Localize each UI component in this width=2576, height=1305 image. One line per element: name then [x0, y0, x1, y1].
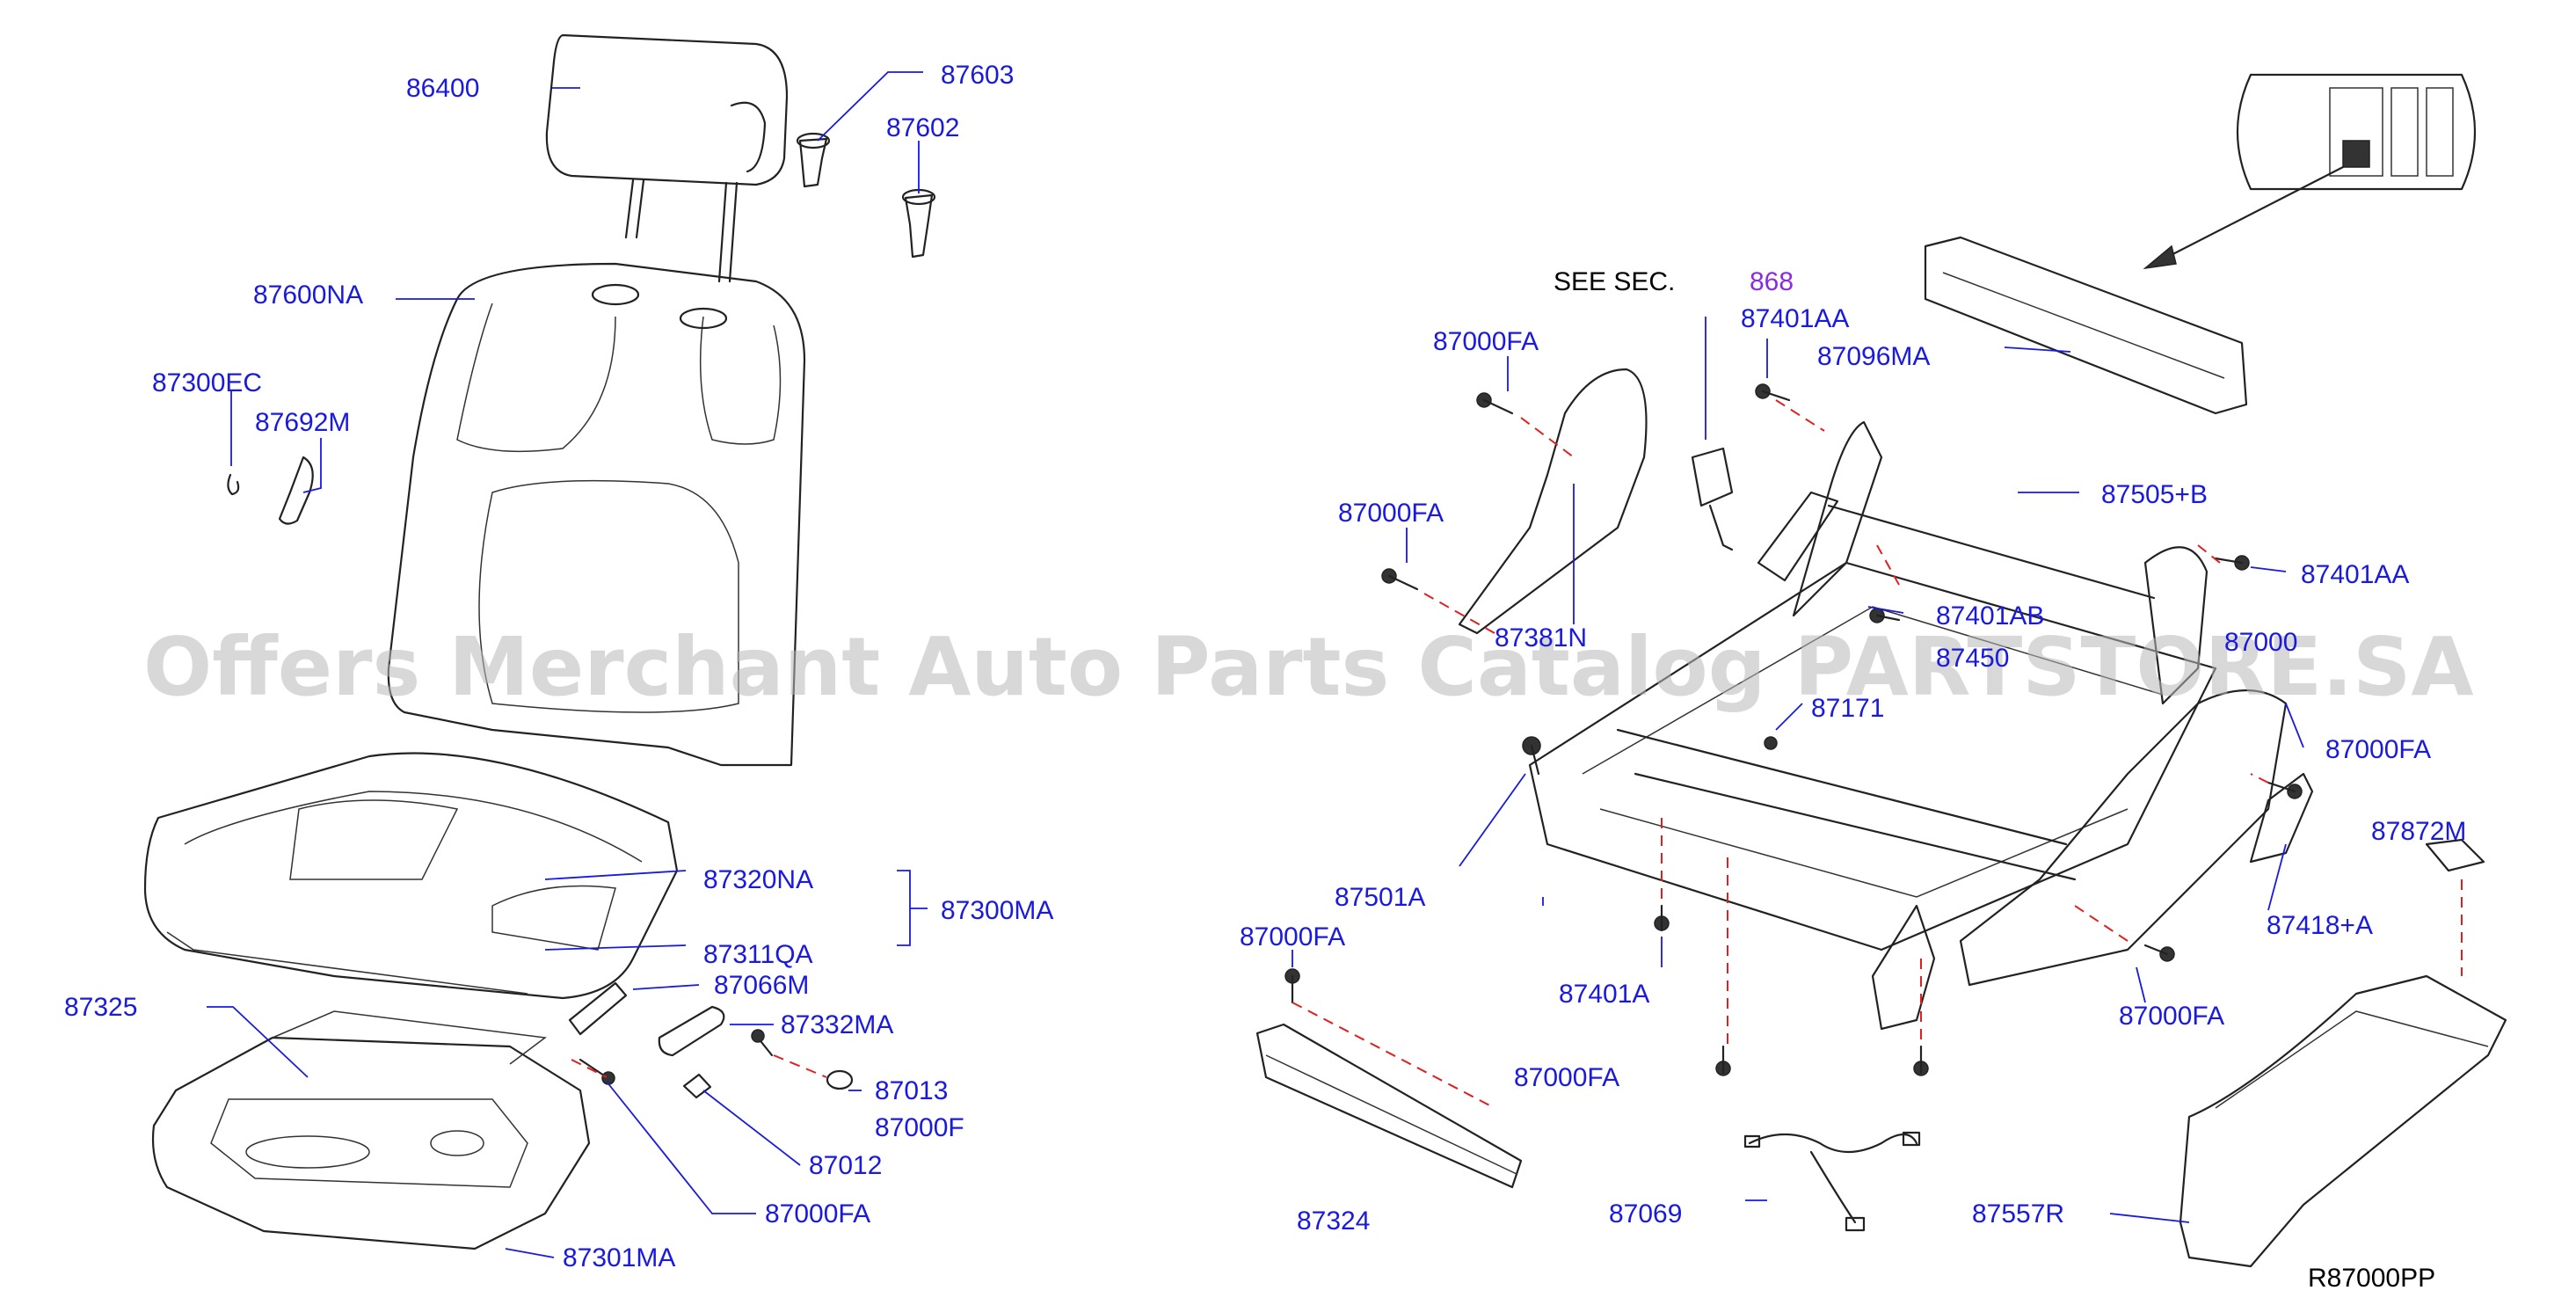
label-87000-partial[interactable]: 87000 — [2224, 628, 2297, 657]
label-87603[interactable]: 87603 — [941, 61, 1014, 90]
label-87501A[interactable]: 87501A — [1335, 883, 1425, 912]
see-sec-text: SEE SEC. — [1554, 267, 1675, 296]
label-87000FA-left[interactable]: 87000FA — [765, 1199, 870, 1228]
see-sec-link[interactable]: 868 — [1750, 267, 1794, 296]
label-87000FA-r3[interactable]: 87000FA — [2325, 735, 2431, 764]
label-87450[interactable]: 87450 — [1936, 644, 2009, 673]
cushion-pan-drawing — [151, 1010, 591, 1250]
front-trim-87324 — [1255, 1023, 1523, 1189]
label-87600NA[interactable]: 87600NA — [253, 281, 363, 310]
alignment-lines — [571, 399, 2463, 1109]
outer-cover-drawing — [1959, 689, 2288, 987]
headrest-guide-87602 — [901, 188, 936, 259]
diagram-code: R87000PP — [2308, 1264, 2435, 1293]
label-87401AB[interactable]: 87401AB — [1936, 601, 2044, 631]
pad-87872M — [2425, 838, 2485, 872]
label-87000FA-r5[interactable]: 87000FA — [2119, 1002, 2224, 1031]
label-87325[interactable]: 87325 — [64, 993, 137, 1022]
seat-back-drawing — [387, 262, 806, 767]
label-87069[interactable]: 87069 — [1609, 1199, 1682, 1228]
label-87300MA[interactable]: 87300MA — [941, 896, 1053, 925]
screw-87000FA-left — [579, 1058, 615, 1085]
cap-87013 — [826, 1069, 854, 1090]
hook-87300EC — [227, 473, 240, 496]
label-87066M[interactable]: 87066M — [714, 971, 809, 1000]
label-87000F[interactable]: 87000F — [875, 1113, 964, 1142]
label-87602[interactable]: 87602 — [886, 113, 959, 142]
label-87401AA-top[interactable]: 87401AA — [1741, 304, 1849, 333]
label-87320NA[interactable]: 87320NA — [703, 865, 813, 894]
label-87401A[interactable]: 87401A — [1559, 980, 1649, 1009]
leader-lines — [207, 71, 2304, 1258]
inner-cover-87381N — [1458, 368, 1648, 635]
label-87557R[interactable]: 87557R — [1972, 1199, 2064, 1228]
screw-87000F — [751, 1029, 774, 1057]
seat-cushion-drawing — [143, 752, 679, 1000]
label-86400[interactable]: 86400 — [406, 74, 479, 103]
label-87300EC[interactable]: 87300EC — [152, 368, 262, 397]
label-87000FA-r2[interactable]: 87000FA — [1338, 499, 1444, 528]
clip-87012 — [682, 1073, 712, 1099]
label-87505B[interactable]: 87505+B — [2101, 480, 2208, 509]
label-87000FA-r4[interactable]: 87000FA — [1240, 922, 1345, 951]
location-inset — [2143, 73, 2477, 270]
label-87381N[interactable]: 87381N — [1495, 623, 1587, 652]
label-87301MA[interactable]: 87301MA — [563, 1243, 675, 1272]
label-87000FA-r1[interactable]: 87000FA — [1433, 327, 1539, 356]
rail-87096MA — [1924, 236, 2248, 415]
label-87171[interactable]: 87171 — [1811, 694, 1884, 723]
harness-87069 — [1743, 1131, 1921, 1232]
label-87418A[interactable]: 87418+A — [2267, 911, 2373, 940]
label-87332MA[interactable]: 87332MA — [781, 1010, 893, 1039]
headrest-drawing — [545, 33, 789, 283]
label-87324[interactable]: 87324 — [1297, 1207, 1370, 1236]
lever-87418A — [2249, 772, 2314, 864]
label-87872M[interactable]: 87872M — [2371, 817, 2466, 846]
label-87401AA-right[interactable]: 87401AA — [2301, 560, 2409, 589]
label-87013[interactable]: 87013 — [875, 1076, 948, 1105]
lever-87692M — [278, 456, 314, 525]
label-87311QA[interactable]: 87311QA — [703, 940, 813, 969]
watermark-text: Offers Merchant Auto Parts Catalog PARTS… — [143, 620, 2474, 714]
cover-87066M — [568, 981, 628, 1036]
seat-adjuster-frame-drawing — [1528, 420, 2217, 1031]
cover-87332MA — [658, 1005, 725, 1057]
label-87096MA[interactable]: 87096MA — [1817, 342, 1930, 371]
label-87012[interactable]: 87012 — [809, 1151, 882, 1180]
part-labels: 86400 87603 87602 87600NA 87300EC 87692M… — [64, 61, 2466, 1293]
side-skirt-87557R — [2179, 974, 2507, 1268]
label-87000FA-r6[interactable]: 87000FA — [1514, 1063, 1619, 1092]
label-87692M[interactable]: 87692M — [255, 408, 350, 437]
headrest-guide-87603 — [796, 132, 831, 188]
seat-belt-buckle-drawing — [1691, 447, 1734, 551]
